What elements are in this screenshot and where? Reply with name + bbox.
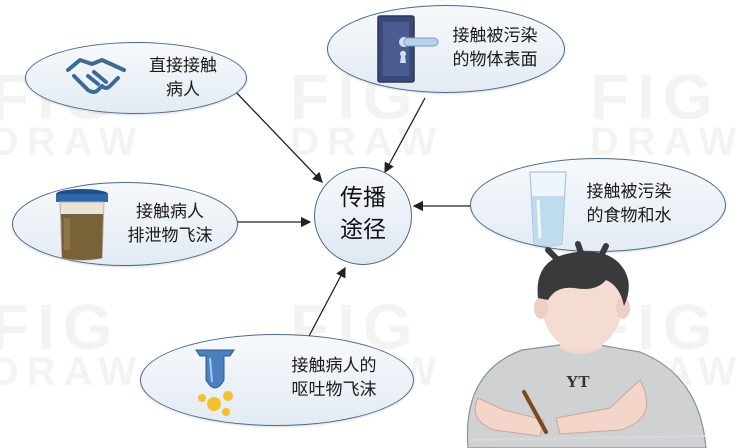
node-contaminated-objects-label: 接触被污染 的物体表面: [452, 26, 538, 70]
node-direct-contact: [25, 42, 247, 114]
arrow-contaminated-objects: [384, 97, 426, 174]
center-label: 传播 途径: [314, 182, 412, 246]
center-label-line2: 途径: [340, 217, 386, 243]
shirt-text: YT: [566, 372, 590, 391]
node-vomit: [140, 334, 414, 426]
node-contaminated-objects: [327, 5, 565, 93]
watermark-fig-4: FIG: [0, 290, 121, 364]
watermark-fig-3: FIG: [590, 60, 721, 134]
node-excreta: [12, 182, 238, 266]
node-direct-contact-label: 直接接触 病人: [149, 56, 217, 100]
center-node: [314, 167, 412, 265]
arrow-direct-contact: [231, 87, 323, 183]
watermark-draw-1: DRAW: [0, 120, 144, 165]
node-vomit-label: 接触病人的 呕吐物飞沫: [291, 356, 377, 400]
node-food-water: [470, 158, 726, 252]
center-label-line1: 传播: [340, 185, 386, 211]
node-food-water-label: 接触被污染 的食物和水: [586, 182, 672, 226]
arrow-vomit: [307, 266, 346, 339]
watermark-draw-3: DRAW: [590, 120, 744, 165]
watermark-draw-4: DRAW: [0, 350, 144, 395]
watermark-draw-2: DRAW: [290, 120, 444, 165]
node-excreta-label: 接触病人 排泄物飞沫: [127, 202, 213, 246]
